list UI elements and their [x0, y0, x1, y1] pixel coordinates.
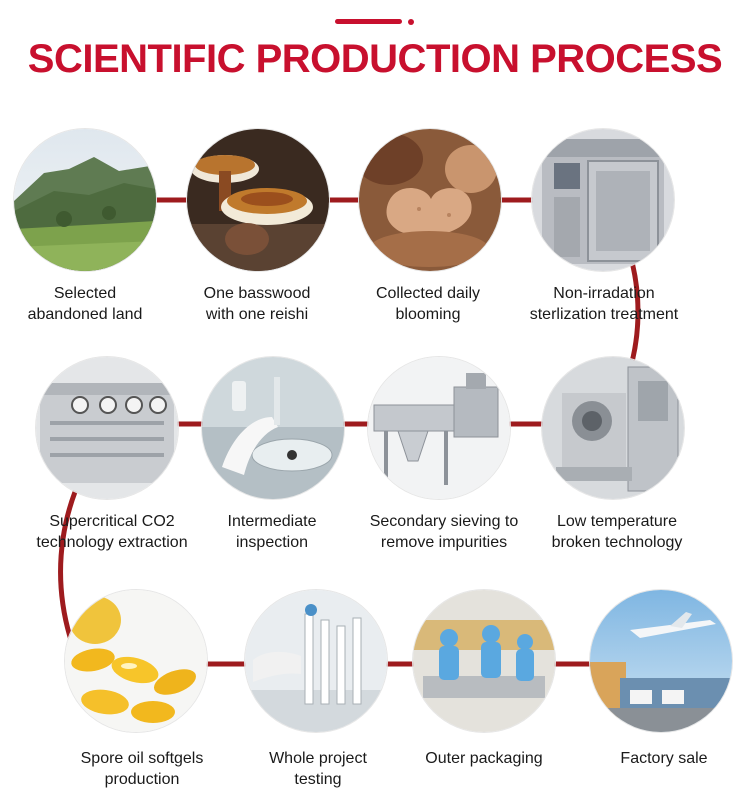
- softgel-capsules-photo: [65, 590, 207, 732]
- caption-line: testing: [294, 771, 342, 788]
- sterilization-machine-photo: [532, 129, 674, 271]
- logistics-shipping-photo: [590, 590, 732, 732]
- caption-line: Non-irradation: [553, 285, 655, 302]
- low-temperature-mill-photo: [542, 357, 684, 499]
- step-photo-whole-project-testing: [245, 590, 387, 732]
- step-photo-factory-sale: [590, 590, 732, 732]
- caption-line: blooming: [395, 306, 461, 323]
- caption-line: broken technology: [551, 534, 683, 551]
- step-caption-whole-project-testing: Whole project testing: [228, 748, 408, 790]
- caption-line: technology extraction: [36, 534, 188, 551]
- caption-line: Collected daily: [375, 285, 481, 302]
- step-caption-secondary-sieving: Secondary sieving to remove impurities: [354, 511, 534, 553]
- step-caption-outer-packaging: Outer packaging: [394, 748, 574, 769]
- step-caption-co2-extraction: Supercritical CO2 technology extraction: [22, 511, 202, 553]
- caption-line: Whole project: [269, 750, 367, 767]
- caption-line: Secondary sieving to: [369, 513, 519, 530]
- title-accent-dot: [408, 19, 414, 25]
- step-photo-outer-packaging: [413, 590, 555, 732]
- step-caption-softgels: Spore oil softgels production: [52, 748, 232, 790]
- title-accent-dash: [335, 19, 402, 24]
- caption-line: Supercritical CO2: [49, 513, 175, 530]
- packaging-workers-photo: [413, 590, 555, 732]
- caption-line: Outer packaging: [425, 750, 543, 767]
- caption-line: abandoned land: [27, 306, 143, 323]
- sieving-machine-photo: [368, 357, 510, 499]
- mountain-landscape-photo: [14, 129, 156, 271]
- step-photo-selected-land: [14, 129, 156, 271]
- page-title: SCIENTIFIC PRODUCTION PROCESS: [27, 37, 723, 81]
- step-caption-sterilization: Non-irradation sterlization treatment: [514, 283, 694, 325]
- lab-inspection-photo: [202, 357, 344, 499]
- caption-line: with one reishi: [205, 306, 309, 323]
- caption-line: Selected: [53, 285, 117, 302]
- caption-line: inspection: [235, 534, 309, 551]
- caption-line: production: [104, 771, 180, 788]
- step-photo-intermediate-inspection: [202, 357, 344, 499]
- step-photo-secondary-sieving: [368, 357, 510, 499]
- caption-line: Low temperature: [556, 513, 678, 530]
- caption-line: Spore oil softgels: [80, 750, 204, 767]
- step-photo-sterilization: [532, 129, 674, 271]
- caption-line: Intermediate: [227, 513, 317, 530]
- step-caption-low-temperature: Low temperature broken technology: [527, 511, 707, 553]
- lab-testing-photo: [245, 590, 387, 732]
- step-photo-collected-blooming: [359, 129, 501, 271]
- step-photo-low-temperature: [542, 357, 684, 499]
- step-caption-collected-blooming: Collected daily blooming: [338, 283, 518, 325]
- caption-line: One basswood: [203, 285, 311, 302]
- co2-extractor-photo: [36, 357, 178, 499]
- caption-line: Factory sale: [620, 750, 708, 767]
- step-caption-basswood-reishi: One basswood with one reishi: [167, 283, 347, 325]
- reishi-mushroom-photo: [187, 129, 329, 271]
- step-caption-selected-land: Selected abandoned land: [0, 283, 175, 325]
- step-photo-co2-extraction: [36, 357, 178, 499]
- caption-line: sterlization treatment: [529, 306, 679, 323]
- step-caption-intermediate-inspection: Intermediate inspection: [182, 511, 362, 553]
- step-photo-softgels: [65, 590, 207, 732]
- step-caption-factory-sale: Factory sale: [574, 748, 750, 769]
- caption-line: remove impurities: [380, 534, 508, 551]
- step-photo-basswood-reishi: [187, 129, 329, 271]
- spore-powder-photo: [359, 129, 501, 271]
